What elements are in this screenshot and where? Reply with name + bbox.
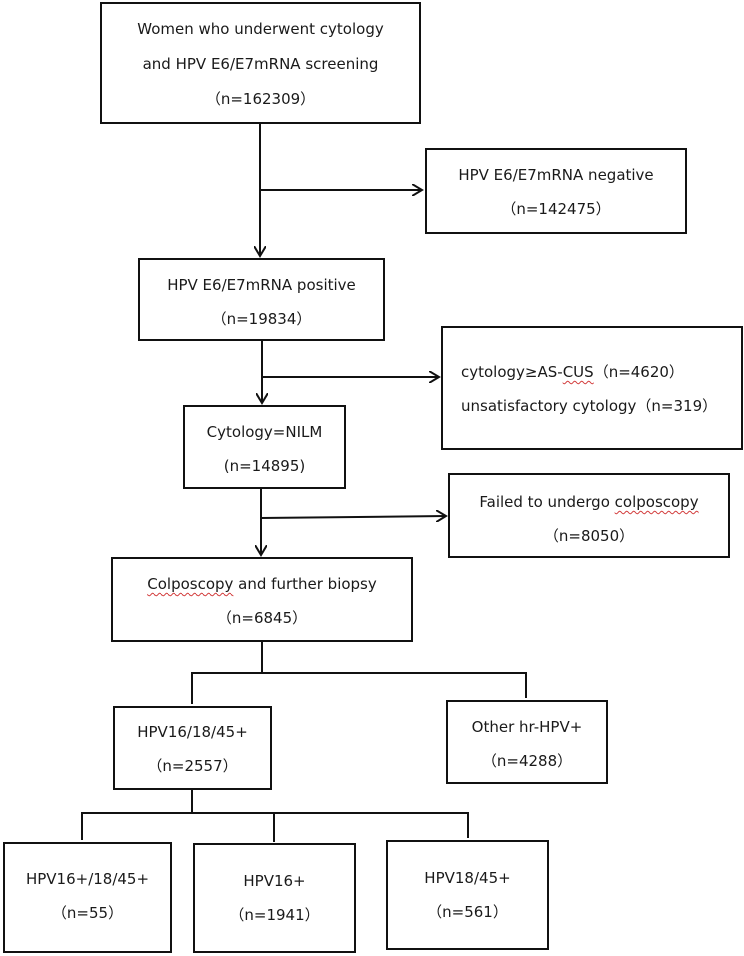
node-negative-line1: HPV E6/E7mRNA negative: [458, 166, 654, 184]
node-other-hr-count: （n=4288）: [481, 752, 573, 770]
node-colposcopy-count: （n=6845）: [216, 609, 308, 627]
node-excluded-cytology: cytology≥AS-CUS（n=4620） unsatisfactory c…: [441, 326, 743, 450]
node-hpv161845-line1: HPV16/18/45+: [137, 723, 248, 741]
node-nilm-line1: Cytology=NILM: [206, 423, 323, 441]
branch-colposcopy-right: [262, 672, 527, 698]
node-other-hr: Other hr-HPV+ （n=4288）: [446, 700, 608, 784]
node-hpv1845-line1: HPV18/45+: [424, 869, 511, 887]
node-hpv16plus-1845-line1: HPV16+/18/45+: [25, 870, 150, 888]
node-colposcopy-line1: Colposcopy and further biopsy: [113, 567, 411, 601]
node-failed-line1: Failed to undergo colposcopy: [450, 485, 728, 519]
node-hpv1845: HPV18/45+ （n=561）: [386, 840, 549, 950]
excluded-cytology-label-b: CUS: [562, 363, 594, 381]
node-screened-count: （n=162309）: [205, 90, 316, 108]
node-negative-count: （n=142475）: [501, 200, 611, 218]
node-positive: HPV E6/E7mRNA positive （n=19834）: [138, 258, 385, 341]
branch-hpv161845-right: [192, 812, 469, 838]
node-hpv16plus-1845: HPV16+/18/45+ （n=55）: [3, 842, 172, 953]
node-other-hr-line1: Other hr-HPV+: [471, 718, 583, 736]
node-screened: Women who underwent cytology and HPV E6/…: [100, 2, 421, 124]
node-hpv161845-count: （n=2557）: [147, 757, 238, 775]
excluded-cytology-label-a: cytology≥AS-: [461, 363, 563, 381]
node-screened-line1: Women who underwent cytology: [137, 20, 384, 38]
node-hpv16-line1: HPV16+: [243, 872, 306, 890]
branch-colposcopy: [191, 642, 263, 704]
node-failed-count: （n=8050）: [543, 527, 635, 545]
node-hpv16-count: （n=1941）: [229, 906, 320, 924]
node-positive-count: （n=19834）: [211, 310, 312, 328]
node-negative: HPV E6/E7mRNA negative （n=142475）: [425, 148, 687, 234]
node-failed: Failed to undergo colposcopy （n=8050）: [448, 473, 730, 558]
failed-label-a: Failed to undergo: [479, 493, 615, 511]
node-hpv1845-count: （n=561）: [427, 903, 508, 921]
node-excluded-cytology-line2: unsatisfactory cytology（n=319）: [461, 397, 718, 415]
node-positive-line1: HPV E6/E7mRNA positive: [167, 276, 356, 294]
branch-hpv161845: [81, 790, 193, 840]
node-hpv16: HPV16+ （n=1941）: [193, 843, 356, 953]
colposcopy-label-a: Colposcopy: [147, 575, 234, 593]
node-nilm: Cytology=NILM (n=14895): [183, 405, 346, 489]
node-colposcopy: Colposcopy and further biopsy （n=6845）: [111, 557, 413, 642]
failed-label-b: colposcopy: [614, 493, 699, 511]
excluded-cytology-count: （n=4620）: [593, 363, 684, 381]
node-nilm-count: (n=14895): [223, 457, 306, 475]
node-excluded-cytology-line1: cytology≥AS-CUS（n=4620）: [461, 355, 741, 389]
arrow-to-failed: [260, 516, 446, 518]
node-hpv161845: HPV16/18/45+ （n=2557）: [113, 706, 272, 790]
node-screened-line2: and HPV E6/E7mRNA screening: [142, 55, 379, 73]
colposcopy-label-b: and further biopsy: [233, 575, 377, 593]
node-hpv16plus-1845-count: （n=55）: [51, 904, 124, 922]
